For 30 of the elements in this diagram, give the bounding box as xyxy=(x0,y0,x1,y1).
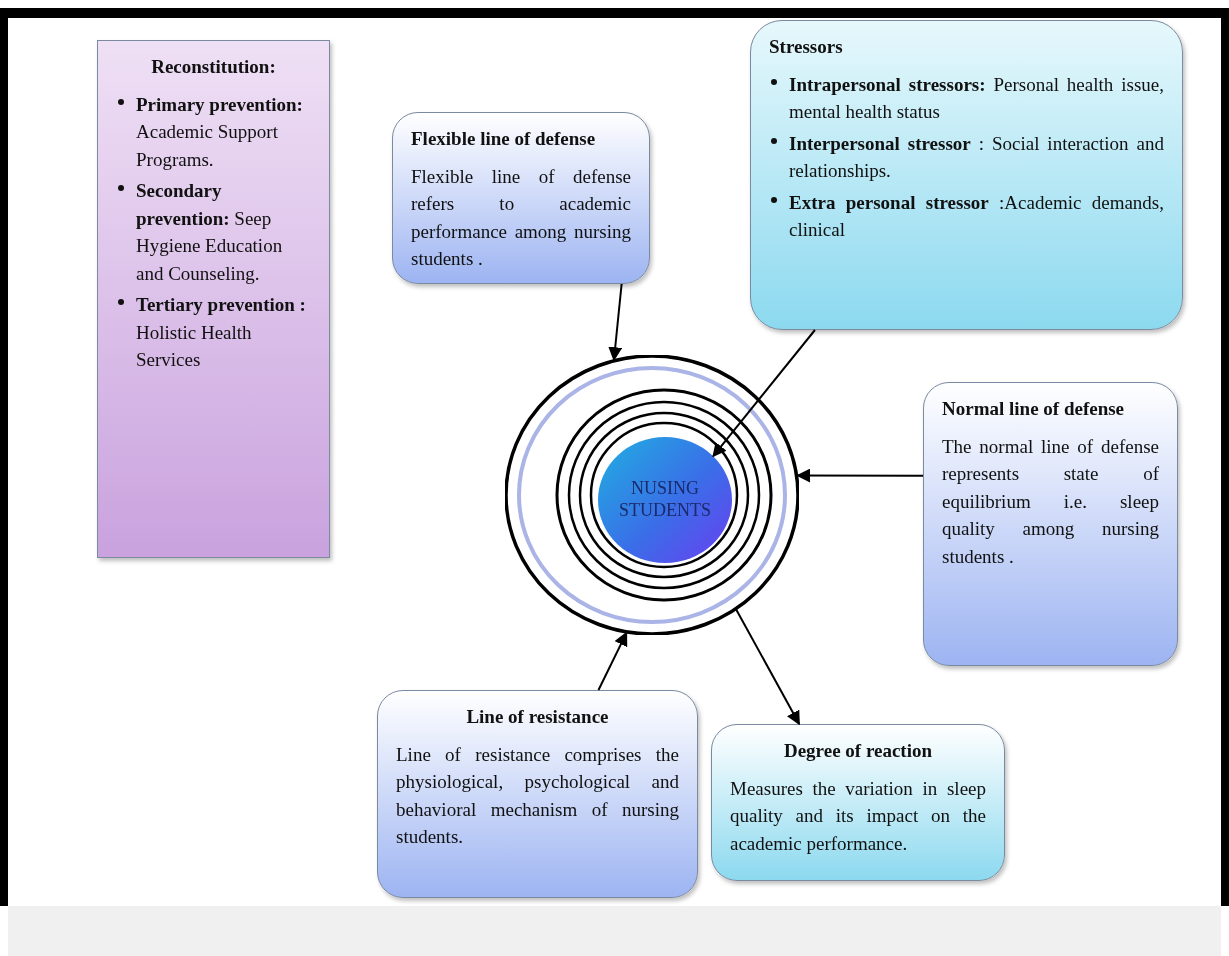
bullet-text: Extra personal stressor :Academic demands, clinical xyxy=(789,190,1164,243)
node-text: NUSING STUDENTS xyxy=(618,478,712,522)
bullet-text: Primary prevention: Academic Support Programs. xyxy=(136,92,304,172)
reconstitution-box xyxy=(97,40,330,558)
box-text: Line of resistance comprises the physiological, psychological and behavioral mechanism of nursing students. xyxy=(396,742,679,850)
concept-box xyxy=(377,690,698,898)
box-heading: Normal line of defense xyxy=(942,397,1126,421)
stressors-box xyxy=(750,20,1183,330)
box-heading: Line of resistance xyxy=(465,705,610,729)
concept-box xyxy=(923,382,1178,666)
arrow xyxy=(712,329,816,458)
box-heading: Stressors xyxy=(769,35,844,59)
arrow xyxy=(597,631,628,691)
bullet-text: Tertiary prevention : Holistic Health Services xyxy=(136,293,307,373)
box-text: The normal line of defense represents state of equilibrium i.e. sleep quality among nursing students . xyxy=(942,434,1159,569)
center-ellipse xyxy=(598,437,732,563)
arrow xyxy=(796,468,924,483)
bullet-text: Interpersonal stressor : Social interaction and relationships. xyxy=(789,131,1164,184)
box-heading: Degree of reaction xyxy=(782,739,934,763)
box-text: Measures the variation in sleep quality and its impact on the academic performance. xyxy=(730,776,986,856)
bullet-text: Secondary prevention: Seep Hygiene Education and Counseling. xyxy=(136,179,284,286)
box-heading: Flexible line of defense xyxy=(411,127,597,151)
arrow xyxy=(608,283,623,362)
concept-box xyxy=(392,112,650,284)
concept-box xyxy=(711,724,1005,881)
bullet-text: Intrapersonal stressors: Personal health issue, mental health status xyxy=(789,72,1164,125)
box-text: Flexible line of defense refers to academic performance among nursing students . xyxy=(411,164,631,272)
box-heading: Reconstitution: xyxy=(150,55,277,79)
concentric-rings xyxy=(505,355,799,635)
arrow xyxy=(735,608,801,726)
